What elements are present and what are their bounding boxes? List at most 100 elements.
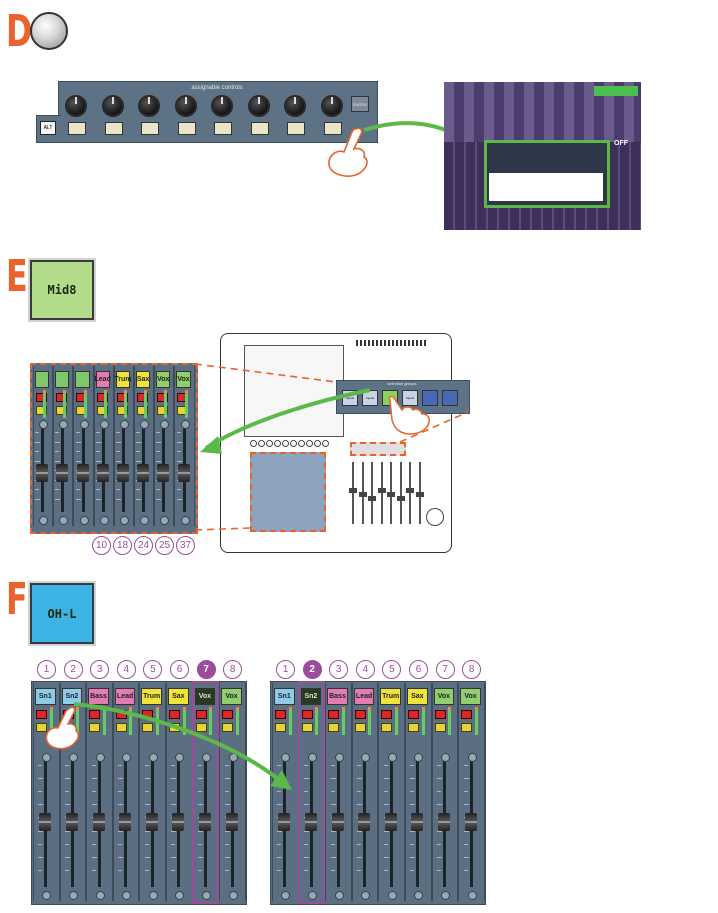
e-solo-button[interactable] xyxy=(36,406,47,415)
e-channel-name-button[interactable]: Vox xyxy=(156,371,171,388)
f-left-channel-name-button[interactable]: Sax xyxy=(168,688,189,705)
e-solo-button[interactable] xyxy=(137,406,148,415)
assignable-select-button[interactable] xyxy=(323,122,342,135)
assignable-select-button[interactable] xyxy=(287,122,305,135)
f-right-mute-button[interactable] xyxy=(354,710,366,719)
f-right-channel-name-button[interactable]: Lead xyxy=(353,688,375,705)
f-left-fader-cap[interactable] xyxy=(172,812,185,831)
f-right-mute-button[interactable] xyxy=(301,710,313,719)
e-solo-button[interactable] xyxy=(177,406,189,415)
assignable-select-button[interactable] xyxy=(214,122,232,135)
f-left-solo-button[interactable] xyxy=(142,723,154,732)
e-fader-cap[interactable] xyxy=(56,464,69,482)
e-channel-name-button[interactable]: Sax xyxy=(136,371,151,388)
e-fader-cap[interactable] xyxy=(76,464,89,482)
f-left-channel-name-button[interactable]: Lead xyxy=(114,688,136,705)
f-right-solo-button[interactable] xyxy=(328,723,340,732)
f-left-solo-button[interactable] xyxy=(115,723,127,732)
f-right-channel-name-button[interactable]: Sax xyxy=(407,688,428,705)
f-left-fader-cap[interactable] xyxy=(65,812,78,831)
f-left-channel-name-button[interactable]: Sn1 xyxy=(35,688,56,705)
assignable-select-button[interactable] xyxy=(104,122,123,135)
f-right-mute-button[interactable] xyxy=(461,710,473,719)
e-mute-button[interactable] xyxy=(76,393,88,402)
f-right-fader-cap[interactable] xyxy=(358,812,371,831)
group-button-5[interactable] xyxy=(422,390,438,406)
e-solo-button[interactable] xyxy=(56,406,68,415)
f-left-channel-name-button[interactable]: Sn2 xyxy=(61,688,83,705)
f-left-fader-cap[interactable] xyxy=(119,812,132,831)
group-button-4[interactable]: Inputs xyxy=(402,390,418,406)
e-channel-name-button[interactable] xyxy=(75,371,90,388)
assignable-knob[interactable] xyxy=(284,95,306,117)
group-button-6[interactable] xyxy=(442,390,458,406)
e-mute-button[interactable] xyxy=(116,393,128,402)
f-right-solo-button[interactable] xyxy=(301,723,313,732)
f-right-mute-button[interactable] xyxy=(434,710,446,719)
f-right-solo-button[interactable] xyxy=(381,723,393,732)
e-fader-cap[interactable] xyxy=(36,464,49,482)
f-right-solo-button[interactable] xyxy=(275,723,286,732)
f-left-channel-name-button[interactable]: Trum xyxy=(141,688,162,705)
e-mute-button[interactable] xyxy=(137,393,148,402)
f-right-solo-button[interactable] xyxy=(434,723,446,732)
enter-button[interactable]: ENTER xyxy=(351,96,369,112)
assignable-knob[interactable] xyxy=(247,95,270,117)
f-right-mute-button[interactable] xyxy=(275,710,286,719)
f-right-channel-name-button[interactable]: Sn1 xyxy=(274,688,295,705)
f-right-mute-button[interactable] xyxy=(408,710,419,719)
f-right-fader-cap[interactable] xyxy=(304,812,317,831)
assignable-select-button[interactable] xyxy=(177,122,196,135)
f-left-fader-cap[interactable] xyxy=(145,812,158,831)
f-right-fader-cap[interactable] xyxy=(437,812,450,831)
f-left-mute-button[interactable] xyxy=(195,710,207,719)
f-left-channel-name-button[interactable]: Vox xyxy=(221,688,242,705)
assignable-select-button[interactable] xyxy=(68,122,86,135)
f-right-channel-name-button[interactable]: Bass xyxy=(327,688,348,705)
f-left-solo-button[interactable] xyxy=(89,723,101,732)
assignable-select-button[interactable] xyxy=(141,122,159,135)
f-right-channel-name-button[interactable]: Vox xyxy=(433,688,455,705)
f-left-solo-button[interactable] xyxy=(222,723,234,732)
e-solo-button[interactable] xyxy=(116,406,128,415)
e-mute-button[interactable] xyxy=(36,393,47,402)
e-mute-button[interactable] xyxy=(157,393,169,402)
f-right-fader-cap[interactable] xyxy=(331,812,344,831)
f-left-channel-name-button[interactable]: Vox xyxy=(194,688,216,705)
e-fader-cap[interactable] xyxy=(157,464,170,482)
e-fader-cap[interactable] xyxy=(116,464,129,482)
f-right-channel-name-button[interactable]: Sn2 xyxy=(300,688,322,705)
f-left-fader-cap[interactable] xyxy=(39,812,52,831)
f-right-solo-button[interactable] xyxy=(354,723,366,732)
f-right-solo-button[interactable] xyxy=(408,723,419,732)
f-left-solo-button[interactable] xyxy=(195,723,207,732)
f-left-fader-cap[interactable] xyxy=(198,812,211,831)
e-channel-name-button[interactable]: Trum xyxy=(114,371,131,388)
e-mute-button[interactable] xyxy=(177,393,189,402)
e-solo-button[interactable] xyxy=(96,406,108,415)
f-right-mute-button[interactable] xyxy=(381,710,393,719)
e-fader-cap[interactable] xyxy=(137,464,150,482)
alt-button[interactable]: ALT xyxy=(40,121,56,135)
e-channel-name-button[interactable]: Lead xyxy=(95,371,111,388)
f-left-mute-button[interactable] xyxy=(169,710,180,719)
f-left-mute-button[interactable] xyxy=(89,710,101,719)
f-left-channel-name-button[interactable]: Bass xyxy=(88,688,109,705)
e-fader-cap[interactable] xyxy=(177,464,190,482)
f-right-solo-button[interactable] xyxy=(461,723,473,732)
f-right-channel-name-button[interactable]: Vox xyxy=(460,688,481,705)
e-mute-button[interactable] xyxy=(56,393,68,402)
assignable-knob[interactable] xyxy=(174,95,197,117)
f-left-mute-button[interactable] xyxy=(222,710,234,719)
assignable-knob[interactable] xyxy=(138,95,160,117)
f-right-fader-cap[interactable] xyxy=(464,812,477,831)
e-channel-name-button[interactable] xyxy=(35,371,50,388)
assignable-knob[interactable] xyxy=(101,95,124,117)
f-right-channel-name-button[interactable]: Trum xyxy=(380,688,401,705)
f-right-fader-cap[interactable] xyxy=(278,812,291,831)
assignable-knob[interactable] xyxy=(65,95,87,117)
e-channel-name-button[interactable] xyxy=(55,371,70,388)
e-mute-button[interactable] xyxy=(96,393,108,402)
f-right-mute-button[interactable] xyxy=(328,710,340,719)
f-left-solo-button[interactable] xyxy=(36,723,47,732)
